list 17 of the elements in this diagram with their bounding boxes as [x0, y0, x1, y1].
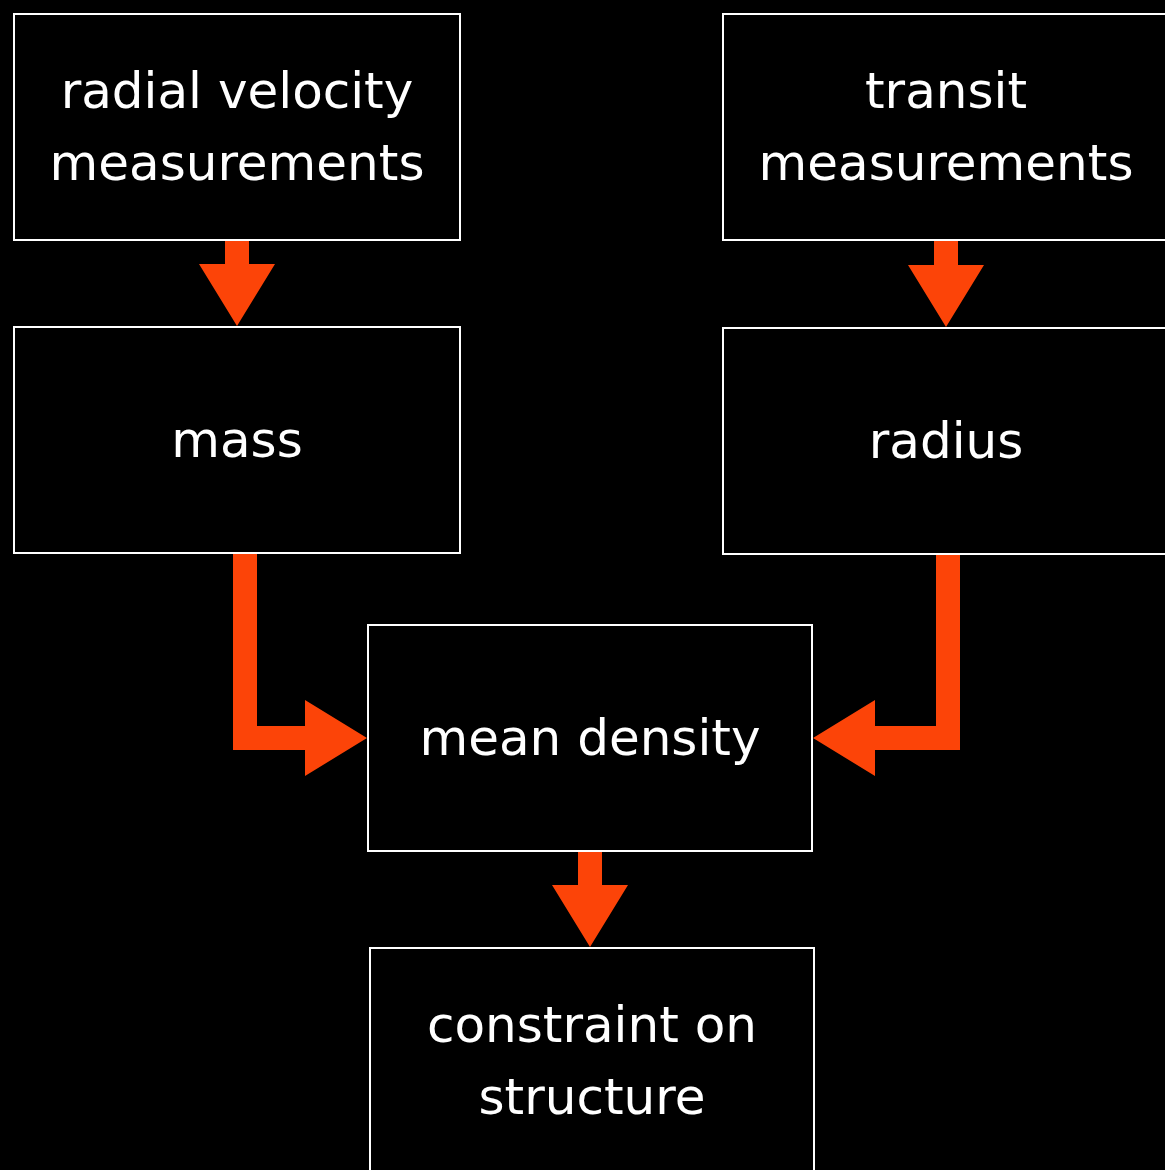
process-box: [13, 13, 461, 241]
arrow: [813, 555, 960, 776]
arrow: [199, 241, 275, 326]
arrow: [552, 852, 628, 947]
arrow: [908, 241, 984, 327]
box-label: constraint on structure: [426, 994, 758, 1128]
box-label: mass: [171, 409, 303, 471]
arrow: [233, 554, 367, 776]
process-box: [722, 327, 1165, 555]
box-label: radius: [868, 410, 1024, 472]
box-label: radial velocity measurements: [48, 60, 426, 194]
process-box: [13, 326, 461, 554]
process-box: [722, 13, 1165, 241]
process-box: [369, 947, 815, 1170]
box-label: mean density: [419, 707, 761, 769]
process-box: [367, 624, 813, 852]
box-label: transit measurements: [757, 60, 1135, 194]
